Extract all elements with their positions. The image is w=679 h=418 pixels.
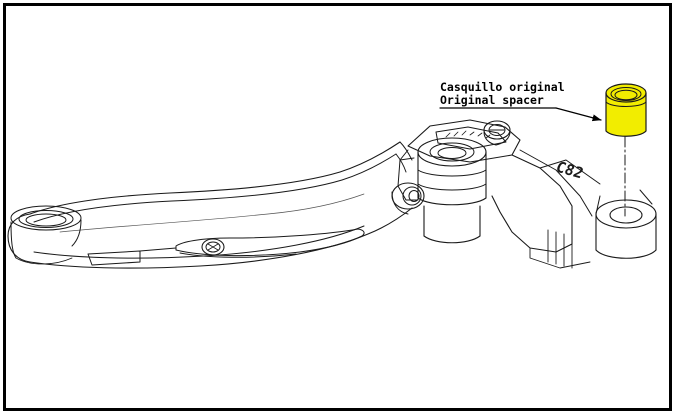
callout-leader bbox=[439, 107, 602, 122]
image-border-frame bbox=[3, 3, 672, 411]
lever-blade bbox=[29, 141, 413, 269]
blade-screw bbox=[201, 238, 225, 256]
lever-ball-end bbox=[7, 205, 82, 265]
callout-label-spanish: Casquillo original bbox=[440, 80, 565, 94]
mounting-boss-hole bbox=[595, 189, 657, 259]
callout-label-english: Original spacer bbox=[440, 93, 544, 107]
original-spacer-part bbox=[605, 83, 647, 137]
pivot-block bbox=[391, 119, 601, 269]
